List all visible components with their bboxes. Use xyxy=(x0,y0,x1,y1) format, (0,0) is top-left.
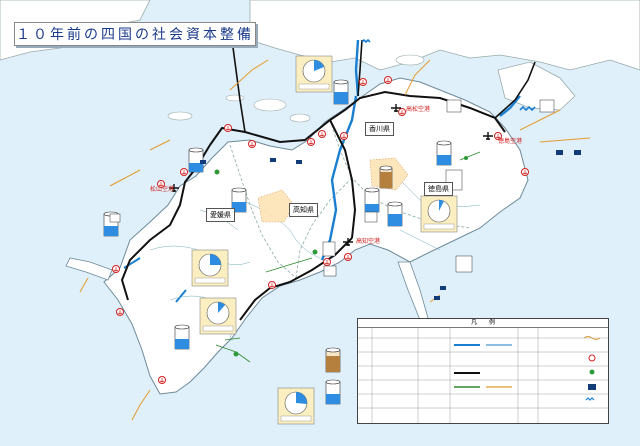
pie-chart-tiles xyxy=(191,55,458,425)
legend-swatches xyxy=(454,336,601,401)
island xyxy=(395,54,425,66)
island xyxy=(225,94,245,102)
airport-label-kochi: 高知空港 xyxy=(356,238,381,245)
port-markers xyxy=(112,76,529,384)
prefecture-border xyxy=(229,144,297,279)
airport-icons xyxy=(169,104,493,246)
island xyxy=(289,113,311,123)
yoshino-river xyxy=(320,95,358,261)
prefecture-border xyxy=(295,177,353,279)
airport-label-tokushima: 徳島空港 xyxy=(498,138,523,145)
airport-label-takamatsu: 高松空港 xyxy=(406,106,431,113)
map-title-box: １０年前の四国の社会資本整備 xyxy=(14,22,256,46)
prefecture-label-tokushima: 徳島県 xyxy=(424,182,453,196)
harbor-waves xyxy=(361,38,536,112)
flag-markers xyxy=(200,150,581,300)
legend-grid xyxy=(358,328,608,423)
river-north xyxy=(354,39,360,97)
airport-label-matsuyama: 松山空港 xyxy=(150,186,175,193)
honshu-bridges xyxy=(231,39,536,133)
stat-boxes xyxy=(109,99,555,277)
prefecture-label-kagawa: 香川県 xyxy=(365,122,394,136)
legend-heading: 凡 例 xyxy=(358,319,608,328)
prefecture-label-ehime: 愛媛県 xyxy=(206,208,235,222)
island xyxy=(253,98,287,112)
green-dots xyxy=(214,156,468,357)
river-mouth xyxy=(499,95,521,117)
map-title: １０年前の四国の社会資本整備 xyxy=(16,27,254,43)
reservoir-icons xyxy=(103,79,452,405)
sadamisaki-peninsula xyxy=(65,257,113,281)
prefecture-label-kochi: 高知県 xyxy=(289,203,318,217)
rail-lines xyxy=(79,59,591,421)
shimanto-river xyxy=(175,289,187,303)
legend-panel: 凡 例 xyxy=(357,318,609,424)
island xyxy=(167,111,193,121)
honshu-landmass xyxy=(249,0,640,71)
